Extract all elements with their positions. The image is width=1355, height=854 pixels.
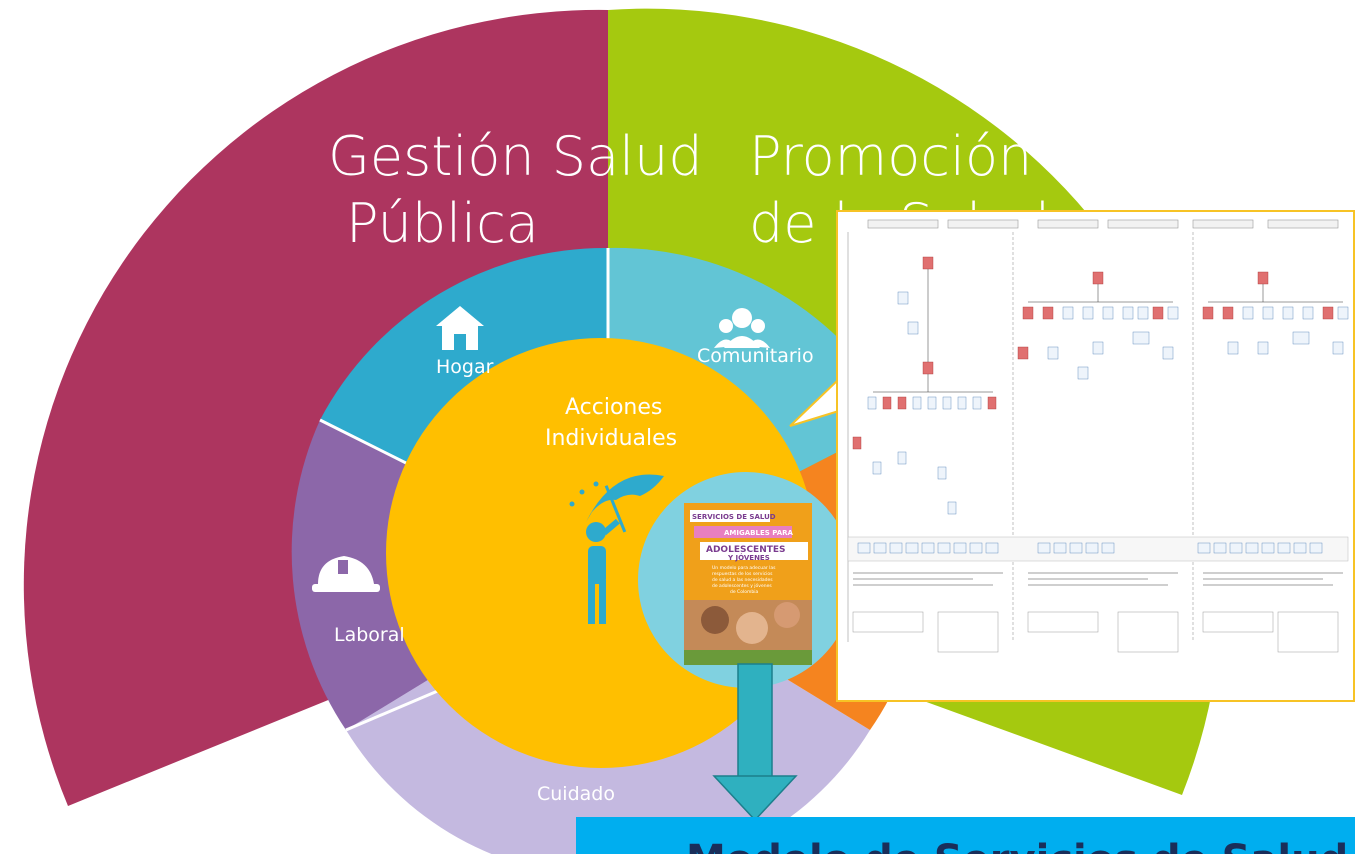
- core-label-line2: Individuales: [545, 426, 677, 451]
- booklet-banner-line4: Y JÓVENES: [727, 553, 770, 562]
- segment-label-laboral: Laboral: [334, 624, 405, 646]
- arrow-down-icon: [712, 663, 798, 822]
- booklet-subtitle-line3: de salud a las necesidades: [712, 577, 773, 583]
- core-label-line1: Acciones: [565, 395, 662, 420]
- promocion-title-line1: Promoción: [749, 125, 1032, 188]
- hard-hat-icon: [312, 556, 380, 592]
- process-flowchart-callout: [836, 210, 1355, 702]
- gestion-title-line1: Gestión Salud: [328, 125, 703, 188]
- booklet-subtitle-line4: de adolescentes y jóvenes: [712, 582, 772, 589]
- house-icon: [436, 306, 484, 350]
- gestion-title-line2: Pública: [346, 192, 539, 255]
- people-icon: [714, 308, 770, 348]
- booklet-cover: SERVICIOS DE SALUD AMIGABLES PARA ADOLES…: [684, 503, 812, 665]
- booklet-subtitle-line5: de Colombia: [730, 589, 758, 595]
- booklet-banner-line3: ADOLESCENTES: [706, 545, 786, 555]
- booklet-banner-line1: SERVICIOS DE SALUD: [692, 513, 776, 521]
- bottom-banner: Modelo de Servicios de Salud Amigables: [576, 817, 1355, 854]
- flowchart-thumbnail: [838, 212, 1353, 700]
- booklet-subtitle-line2: respuestas de los servicios: [712, 571, 773, 577]
- segment-label-comunitario: Comunitario: [697, 345, 814, 367]
- booklet-banner-line2: AMIGABLES PARA: [724, 529, 794, 537]
- segment-label-hogar: Hogar: [436, 356, 494, 378]
- bottom-banner-text: Modelo de Servicios de Salud Amigables: [686, 837, 1355, 854]
- umbrella-person-icon: [569, 474, 664, 624]
- booklet-subtitle-line1: Un modelo para adecuar las: [712, 565, 776, 571]
- segment-label-cuidado: Cuidado: [537, 783, 615, 805]
